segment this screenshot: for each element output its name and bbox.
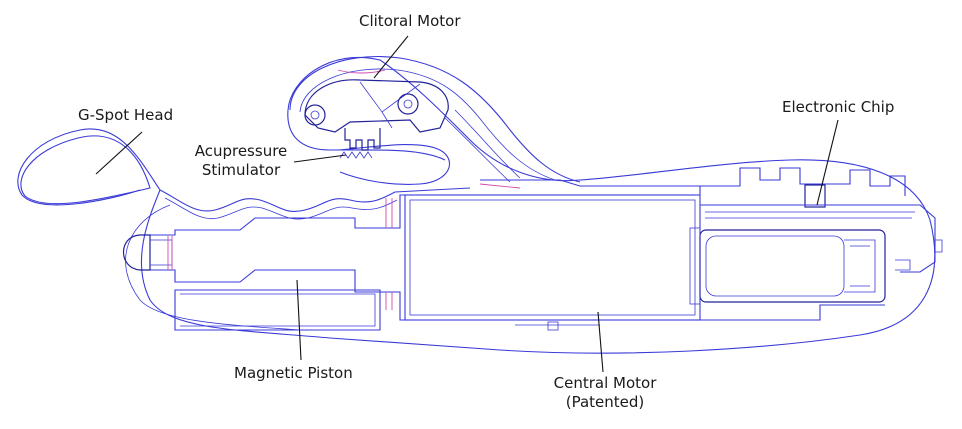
g-spot-head-inner xyxy=(125,204,301,331)
piston-end-cap-inner xyxy=(150,239,173,266)
leader-g-spot-head xyxy=(95,131,143,175)
central-motor-inner xyxy=(409,199,696,316)
chip-housing-top xyxy=(700,167,906,196)
shaft-upper-wave-inner xyxy=(164,197,398,220)
clitoral-motor-housing xyxy=(304,79,449,133)
clitoral-arm-channel-2 xyxy=(444,117,511,183)
label-g-spot-head: G-Spot Head xyxy=(78,106,174,124)
leader-central-motor xyxy=(597,311,604,373)
clitoral-motor-bracket xyxy=(359,81,421,129)
battery-left-cap xyxy=(689,227,701,305)
label-acupressure-stimulator: Acupressure Stimulator xyxy=(186,142,296,180)
clitoral-motor-accent xyxy=(337,69,386,74)
chip-pcb xyxy=(700,204,936,273)
clitoral-arm-outer xyxy=(289,56,581,183)
rear-housing xyxy=(700,304,885,321)
leader-electronic-chip xyxy=(816,119,839,206)
leader-clitoral-motor xyxy=(373,35,409,79)
battery-outer xyxy=(699,229,886,303)
piston-upper-rail xyxy=(145,194,700,236)
chip-block xyxy=(804,184,826,208)
clitoral-motor-right-pulley xyxy=(397,93,419,115)
label-magnetic-piston: Magnetic Piston xyxy=(234,364,353,382)
acupressure-gear xyxy=(344,128,381,151)
g-spot-head-outline xyxy=(20,135,151,205)
top-rail xyxy=(480,179,701,195)
leader-magnetic-piston xyxy=(296,279,302,361)
stimulator-arm-outline xyxy=(339,144,451,185)
right-end-contacts xyxy=(895,239,943,271)
chip-pcb-lines xyxy=(705,211,915,219)
battery-inner xyxy=(705,235,845,297)
label-acupressure-line2: Stimulator xyxy=(201,161,281,179)
clitoral-arm-channel xyxy=(454,109,521,179)
acupressure-gear-teeth xyxy=(339,151,373,159)
top-rail-accent xyxy=(479,183,521,189)
label-clitoral-motor: Clitoral Motor xyxy=(359,12,461,30)
clitoral-motor-left-pulley-hub xyxy=(310,110,320,120)
piston-lower-rail xyxy=(145,269,700,321)
shaft-upper-wave xyxy=(159,187,471,212)
battery-terminal xyxy=(844,239,876,293)
piston-end-cap xyxy=(123,234,151,271)
central-motor-block xyxy=(404,194,701,321)
body-outer-outline xyxy=(17,56,936,354)
clitoral-motor-right-pulley-hub xyxy=(403,99,413,109)
label-central-motor-line2: (Patented) xyxy=(565,393,645,411)
label-central-motor: Central Motor (Patented) xyxy=(540,374,670,412)
leader-acupressure xyxy=(293,154,347,163)
label-acupressure-line1: Acupressure xyxy=(194,142,288,160)
piston-lower-body xyxy=(174,289,381,331)
clitoral-motor-left-pulley xyxy=(304,104,326,126)
label-electronic-chip: Electronic Chip xyxy=(782,98,895,116)
clitoral-arm-inner xyxy=(299,68,556,181)
central-motor-bottom-tab xyxy=(547,321,559,331)
piston-lower-body-inner xyxy=(180,293,376,327)
label-central-motor-line1: Central Motor xyxy=(553,374,657,392)
